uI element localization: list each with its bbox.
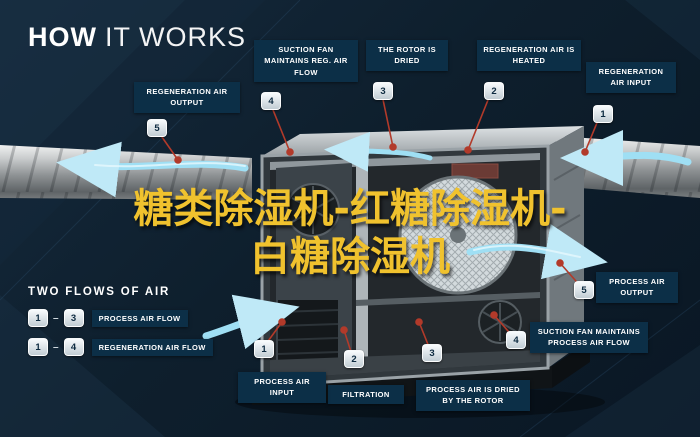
callout-rotor-is-dried: THE ROTOR IS DRIED xyxy=(366,40,448,71)
title-bold: HOW xyxy=(28,22,97,52)
callout-suction-fan-reg: SUCTION FAN MAINTAINS REG. AIR FLOW xyxy=(254,40,358,82)
badge-process-air-dried: 3 xyxy=(422,344,442,362)
callout-process-air-dried: PROCESS AIR IS DRIED BY THE ROTOR xyxy=(416,380,530,411)
legend-row-process: 1 – 3 PROCESS AIR FLOW xyxy=(28,309,213,327)
badge-suction-fan-process: 4 xyxy=(506,331,526,349)
overlay-text-line1: 糖类除湿机-红糖除湿机- xyxy=(133,186,567,232)
legend-label-process-air-flow: PROCESS AIR FLOW xyxy=(91,309,188,327)
legend-dash-regen: – xyxy=(53,341,59,353)
legend-badge-regen-from: 1 xyxy=(28,338,48,356)
callout-regeneration-air-input: REGENERATION AIR INPUT xyxy=(586,62,676,93)
callout-process-air-input: PROCESS AIR INPUT xyxy=(238,372,326,403)
callout-process-air-output: PROCESS AIR OUTPUT xyxy=(596,272,678,303)
legend-badge-process-to: 3 xyxy=(63,309,84,327)
legend-badge-process-from: 1 xyxy=(28,309,48,327)
callout-filtration: FILTRATION xyxy=(328,385,404,405)
badge-process-air-output: 5 xyxy=(574,281,594,299)
badge-process-air-input: 1 xyxy=(254,340,274,358)
callout-regeneration-air-output: REGENERATION AIR OUTPUT xyxy=(134,82,240,113)
title-light: IT WORKS xyxy=(104,22,246,52)
badge-filtration: 2 xyxy=(344,350,364,368)
legend-badge-regen-to: 4 xyxy=(63,338,84,356)
badge-rotor-is-dried: 3 xyxy=(373,82,393,100)
desiccant-rotor xyxy=(398,175,518,295)
callout-suction-fan-process: SUCTION FAN MAINTAINS PROCESS AIR FLOW xyxy=(530,322,648,353)
badge-regeneration-air-output: 5 xyxy=(147,119,167,137)
badge-suction-fan-reg: 4 xyxy=(261,92,281,110)
airflow-arrows xyxy=(56,129,692,350)
legend-label-regeneration-air-flow: REGENERATION AIR FLOW xyxy=(91,338,213,356)
badge-regeneration-air-heated: 2 xyxy=(484,82,504,100)
legend-dash-process: – xyxy=(53,312,59,324)
callout-regeneration-air-heated: REGENERATION AIR IS HEATED xyxy=(477,40,581,71)
legend-row-regeneration: 1 – 4 REGENERATION AIR FLOW xyxy=(28,338,213,356)
legend-heading: TWO FLOWS OF AIR xyxy=(28,286,171,298)
badge-regeneration-air-input: 1 xyxy=(593,105,613,123)
overlay-text-line2: 白糖除湿机 xyxy=(250,234,450,280)
legend: TWO FLOWS OF AIR 1 – 3 PROCESS AIR FLOW … xyxy=(28,286,213,356)
